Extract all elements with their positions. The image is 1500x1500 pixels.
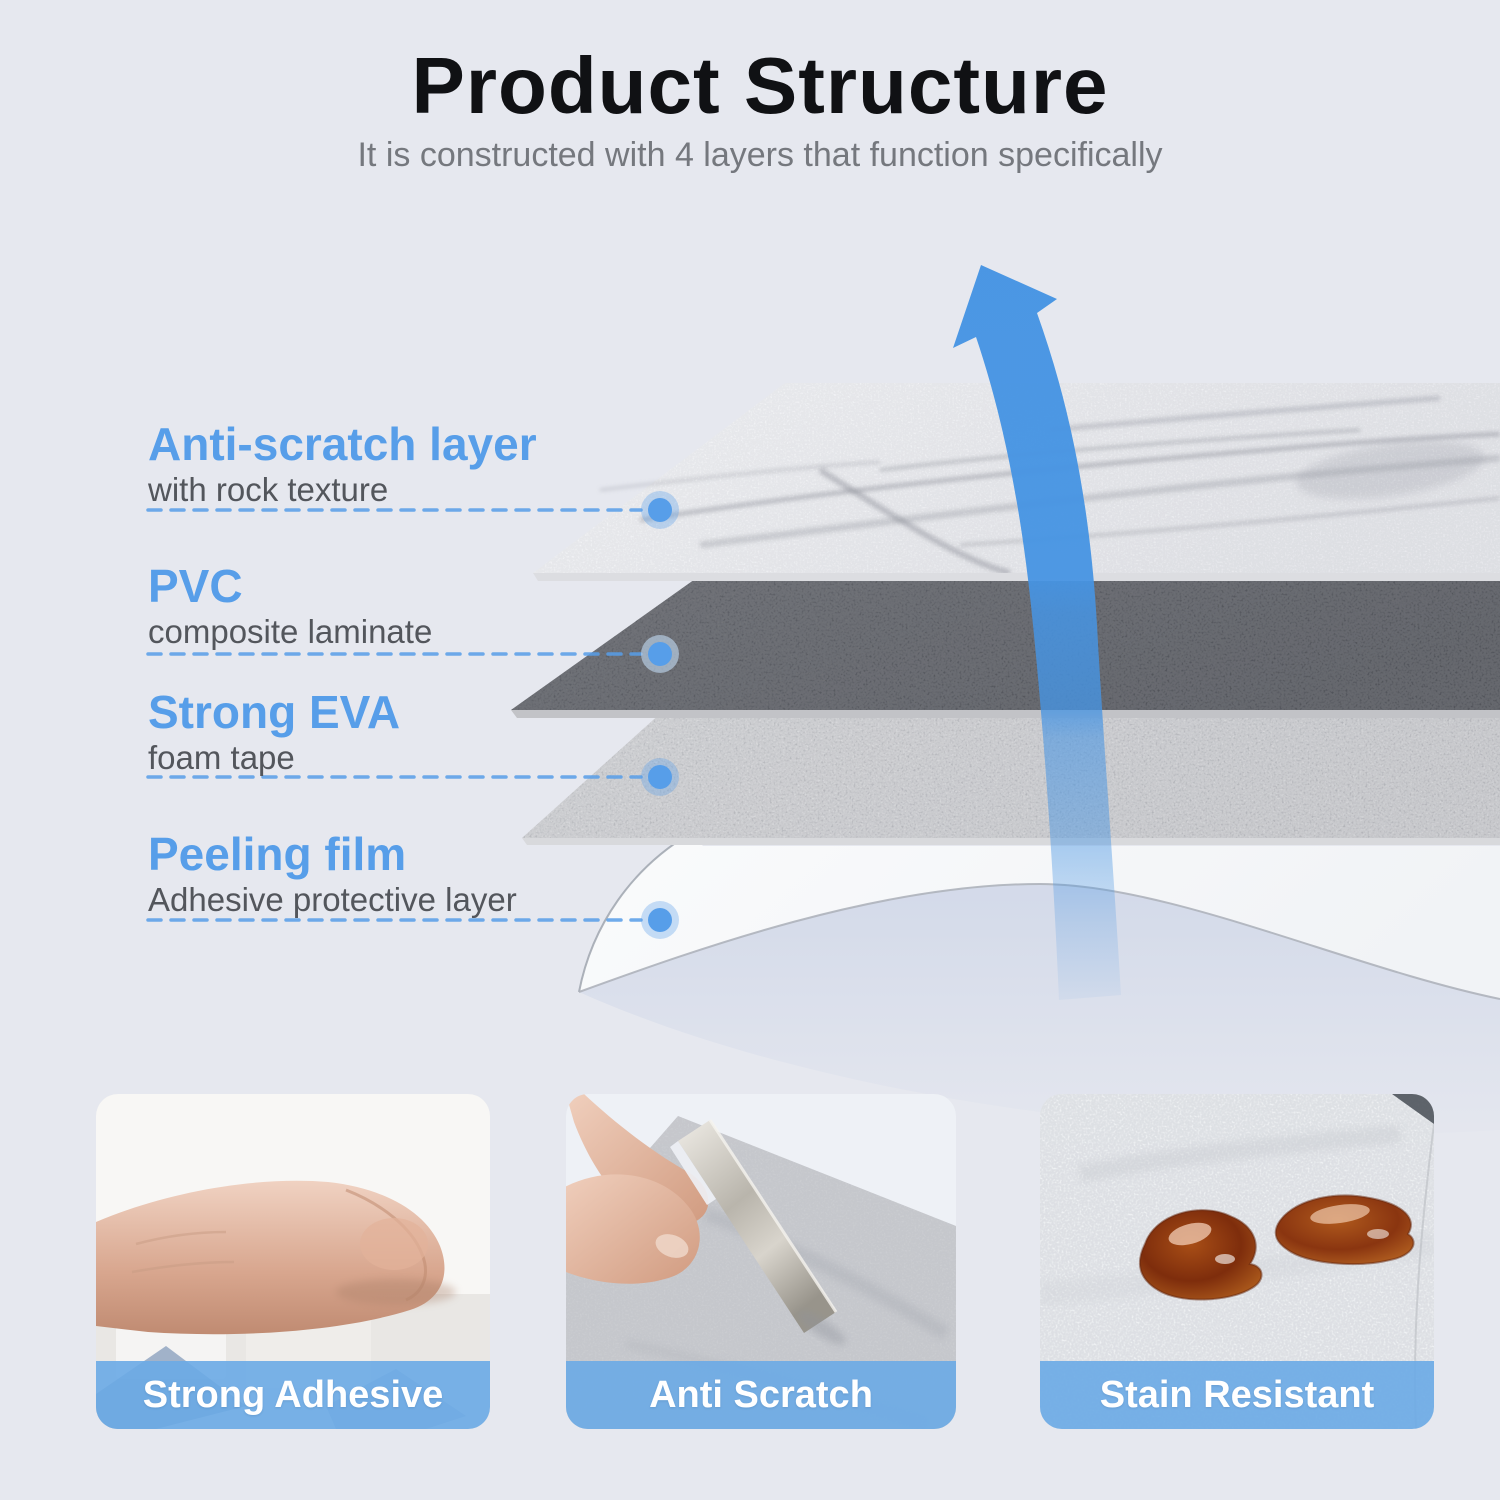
header: Product Structure It is constructed with… [0,42,1500,175]
feature-caption-bar: Stain Resistant [1040,1361,1434,1429]
layer-label-anti-scratch: Anti-scratch layer with rock texture [148,418,668,510]
layer-label-pvc: PVC composite laminate [148,560,668,652]
layer-name: Strong EVA [148,686,401,738]
layer-pointer-dot-eva [641,758,679,796]
feature-card-strong-adhesive: Strong Adhesive [96,1094,490,1429]
peeling-film-graphic [578,832,1500,1135]
layer-name: Peeling film [148,828,407,880]
layer-pointer-dot-film [641,901,679,939]
layer-desc: composite laminate [148,613,433,650]
peel-up-arrow-icon [953,265,1121,1000]
feature-caption-bar: Anti Scratch [566,1361,956,1429]
page-subtitle: It is constructed with 4 layers that fun… [357,136,1163,174]
layer-name: Anti-scratch layer [148,418,537,470]
layer-pointer-dot-pvc [641,635,679,673]
layer-desc: foam tape [148,739,295,776]
layer-label-eva: Strong EVA foam tape [148,686,668,778]
page-title: Product Structure [411,41,1109,130]
eva-layer-graphic [522,712,1500,845]
feature-card-stain-resistant: Stain Resistant [1040,1094,1434,1429]
feature-caption-bar: Strong Adhesive [96,1361,490,1429]
layer-label-film: Peeling film Adhesive protective layer [148,828,668,920]
feature-caption: Strong Adhesive [142,1373,444,1416]
layer-desc: with rock texture [148,471,389,508]
feature-card-anti-scratch: Anti Scratch [566,1094,956,1429]
feature-caption: Stain Resistant [1099,1373,1375,1416]
layer-desc: Adhesive protective layer [148,881,517,918]
layer-name: PVC [148,560,243,612]
feature-caption: Anti Scratch [649,1373,873,1416]
pvc-layer-graphic [511,577,1500,718]
layer-pointer-dot-anti-scratch [641,491,679,529]
